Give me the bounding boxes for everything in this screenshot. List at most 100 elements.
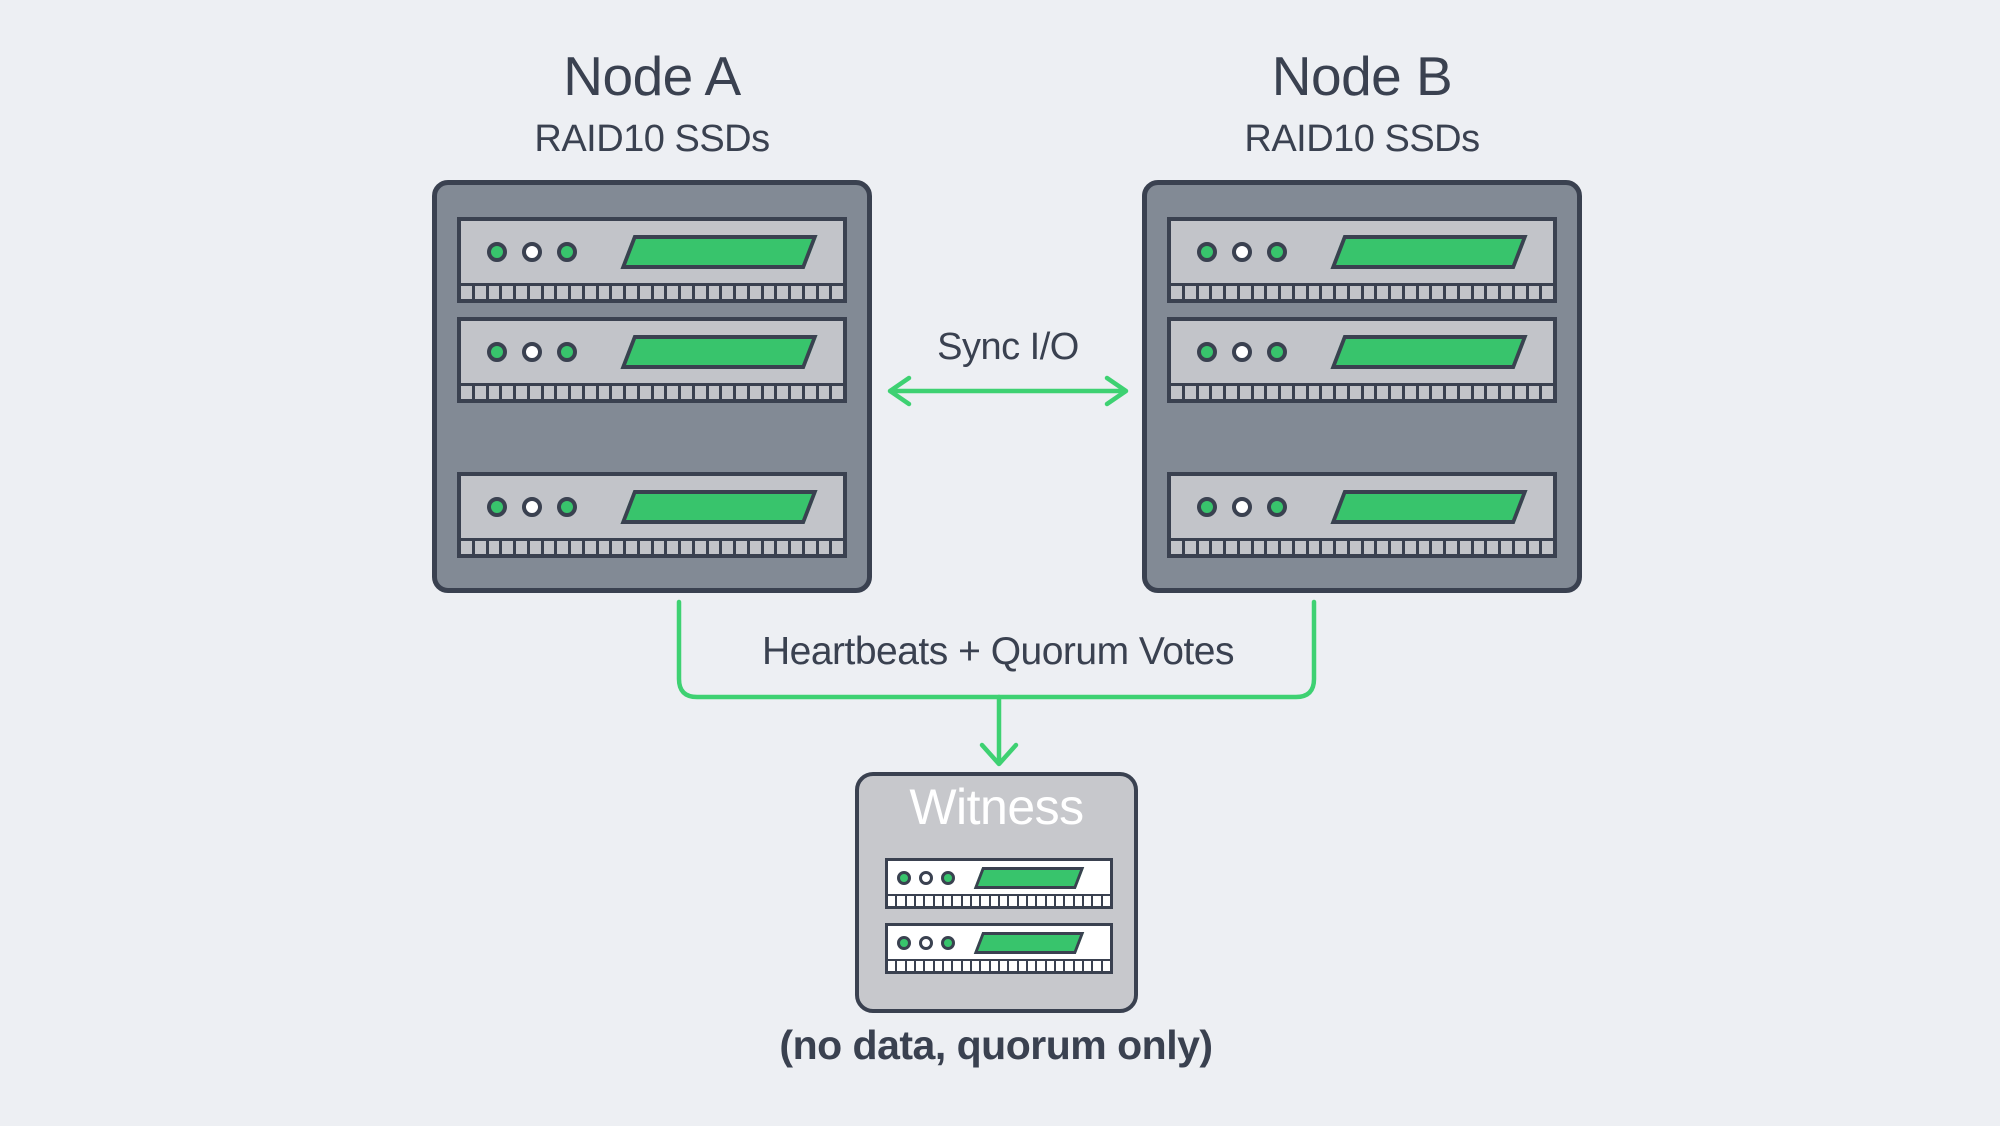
vent-square [818, 541, 830, 554]
vent-square [1083, 896, 1092, 906]
vent-square [777, 286, 788, 299]
vent-square [1446, 386, 1457, 399]
vent-square [1226, 386, 1237, 399]
vent-square [791, 541, 802, 554]
server-unit-face [888, 926, 1110, 959]
witness-caption: (no data, quorum only) [779, 1022, 1213, 1068]
vent-square [681, 386, 692, 399]
drive-panel-icon [973, 866, 1085, 889]
led-icon [522, 342, 542, 362]
heartbeat-connector-line [676, 599, 1317, 700]
vent-square [1267, 386, 1278, 399]
vent-square [749, 541, 761, 554]
vent-square [1212, 541, 1223, 554]
vent-square [584, 386, 596, 399]
vent-square [1253, 286, 1265, 299]
vent-square [1363, 386, 1375, 399]
vent-square [1083, 961, 1092, 971]
vent-square [1528, 286, 1540, 299]
vent-square [557, 541, 568, 554]
vent-square [1404, 541, 1416, 554]
arrow-down-icon [979, 742, 1019, 767]
led-icon [487, 242, 507, 262]
vent-square [626, 541, 637, 554]
vent-square [1322, 386, 1333, 399]
vent-square [897, 961, 905, 971]
vent-square [999, 961, 1008, 971]
led-icon [919, 935, 933, 950]
vent-square [667, 386, 678, 399]
vent-square [667, 286, 678, 299]
server-unit-face [1171, 321, 1553, 383]
vent-square [1418, 541, 1430, 554]
vent-square [1473, 541, 1485, 554]
vent-square [694, 286, 706, 299]
witness-title: Witness [909, 779, 1084, 835]
led-icon [941, 935, 955, 950]
vent-square [461, 386, 472, 399]
vent-square [1432, 386, 1443, 399]
vent-square [763, 386, 775, 399]
vent-square [557, 286, 568, 299]
vent-square [1487, 541, 1498, 554]
vent-square [653, 286, 665, 299]
drive-panel-icon [1330, 490, 1528, 524]
led-icon [919, 870, 933, 885]
vent-square [516, 386, 527, 399]
vent-square [749, 286, 761, 299]
vent-square [1102, 961, 1110, 971]
vent-square [557, 386, 568, 399]
vent-square [1418, 386, 1430, 399]
vent-square [1027, 896, 1036, 906]
vent-square [999, 896, 1008, 906]
vent-square [1018, 961, 1026, 971]
server-unit [457, 317, 847, 403]
witness-server-unit [885, 858, 1113, 909]
vent-square [1514, 386, 1526, 399]
vent-square [653, 386, 665, 399]
vent-square [612, 386, 623, 399]
vent-square [488, 541, 500, 554]
vent-square [1487, 386, 1498, 399]
vent-square [990, 896, 998, 906]
vent-square [1432, 541, 1443, 554]
led-icon [522, 497, 542, 517]
vent-square [962, 896, 970, 906]
node-b-subtitle: RAID10 SSDs [1244, 118, 1480, 160]
vent-square [1267, 286, 1278, 299]
vent-square [1404, 286, 1416, 299]
vent-square [1391, 286, 1402, 299]
sync-arrow [887, 375, 1129, 407]
vent-square [1184, 386, 1196, 399]
led-icon [1267, 242, 1287, 262]
vent-square [598, 541, 610, 554]
led-icon [1197, 242, 1217, 262]
vent-square [943, 961, 952, 971]
vent-square [529, 286, 541, 299]
vent-square [1198, 286, 1210, 299]
drive-panel-icon [1330, 335, 1528, 369]
vent-square [971, 961, 980, 971]
vent-square [1281, 286, 1292, 299]
vent-square [708, 541, 720, 554]
vent-square [474, 541, 486, 554]
node-a-title: Node A [563, 45, 741, 107]
vent-square [736, 286, 747, 299]
node-b-rack [1142, 180, 1582, 593]
vent-square [804, 386, 816, 399]
vent-square [1027, 961, 1036, 971]
vent-square [1055, 896, 1064, 906]
drive-panel-icon [620, 490, 818, 524]
vent-square [1404, 386, 1416, 399]
vent-square [1093, 896, 1101, 906]
vent-square [763, 286, 775, 299]
server-unit-face [1171, 221, 1553, 283]
led-icon [897, 935, 911, 950]
server-unit [1167, 472, 1557, 558]
server-unit-face [1171, 476, 1553, 538]
node-a-subtitle: RAID10 SSDs [534, 118, 770, 160]
vent-square [1542, 286, 1553, 299]
vent-square [1322, 286, 1333, 299]
vent-square [1308, 386, 1320, 399]
vent-square [736, 541, 747, 554]
